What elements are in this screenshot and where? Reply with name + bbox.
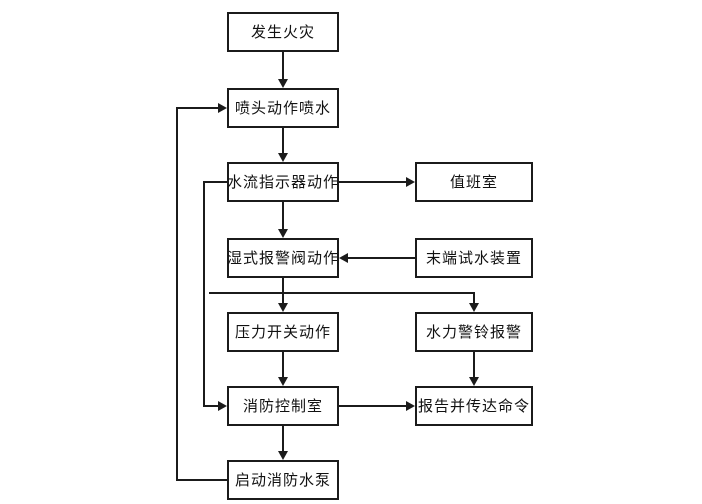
edge-flow-to-dutyroom-line bbox=[339, 181, 406, 183]
edge-flow-to-controlroom-vertical bbox=[203, 181, 205, 405]
edge-sprinkler-to-flow-line bbox=[282, 128, 284, 153]
node-end-test-device[interactable]: 末端试水装置 bbox=[415, 238, 533, 278]
edge-pressure-to-controlroom-line bbox=[282, 352, 284, 377]
node-pressure-switch-label: 压力开关动作 bbox=[234, 322, 331, 341]
node-sprinkler-label: 喷头动作喷水 bbox=[234, 98, 331, 117]
edge-pump-to-sprinkler-arrowhead bbox=[218, 103, 227, 113]
edge-controlroom-to-report-arrowhead bbox=[406, 401, 415, 411]
edge-controlroom-to-pump-arrowhead bbox=[278, 451, 288, 460]
node-report-command-label: 报告并传达命令 bbox=[417, 396, 530, 415]
edge-wetvalve-to-pressure-arrowhead bbox=[278, 303, 288, 312]
node-water-gong[interactable]: 水力警铃报警 bbox=[415, 312, 533, 352]
node-pressure-switch[interactable]: 压力开关动作 bbox=[227, 312, 339, 352]
edge-flow-to-dutyroom-arrowhead bbox=[406, 177, 415, 187]
edge-flow-to-controlroom-top-horizontal bbox=[203, 181, 229, 183]
node-flow-indicator[interactable]: 水流指示器动作 bbox=[227, 162, 339, 202]
edge-gong-to-report-arrowhead bbox=[469, 377, 479, 386]
edge-sprinkler-to-flow-arrowhead bbox=[278, 153, 288, 162]
node-start-fire-pump-label: 启动消防水泵 bbox=[234, 470, 331, 489]
node-end-test-device-label: 末端试水装置 bbox=[425, 248, 522, 267]
edge-endtest-to-wetvalve-line bbox=[348, 257, 415, 259]
edge-wetvalve-to-gong-horizontal bbox=[209, 292, 475, 294]
node-report-command[interactable]: 报告并传达命令 bbox=[415, 386, 533, 426]
edge-wetvalve-to-pressure-line bbox=[282, 278, 284, 303]
node-flow-indicator-label: 水流指示器动作 bbox=[227, 172, 340, 191]
node-water-gong-label: 水力警铃报警 bbox=[425, 322, 522, 341]
edge-pump-to-sprinkler-bottom-horizontal bbox=[176, 479, 229, 481]
edge-flow-to-controlroom-arrowhead bbox=[218, 401, 227, 411]
node-fire[interactable]: 发生火灾 bbox=[227, 12, 339, 52]
node-wet-alarm-valve[interactable]: 湿式报警阀动作 bbox=[227, 238, 339, 278]
node-sprinkler[interactable]: 喷头动作喷水 bbox=[227, 88, 339, 128]
node-start-fire-pump[interactable]: 启动消防水泵 bbox=[227, 460, 339, 500]
edge-controlroom-to-report-line bbox=[339, 405, 406, 407]
edge-flow-to-controlroom-bottom-horizontal bbox=[203, 405, 218, 407]
edge-flow-to-wetvalve-line bbox=[282, 202, 284, 229]
node-fire-control-room[interactable]: 消防控制室 bbox=[227, 386, 339, 426]
node-duty-room[interactable]: 值班室 bbox=[415, 162, 533, 202]
edge-pressure-to-controlroom-arrowhead bbox=[278, 377, 288, 386]
edge-flow-to-wetvalve-arrowhead bbox=[278, 229, 288, 238]
node-duty-room-label: 值班室 bbox=[449, 172, 498, 191]
edge-wetvalve-to-gong-vertical bbox=[473, 292, 475, 303]
edge-fire-to-sprinkler-line bbox=[282, 52, 284, 79]
edge-fire-to-sprinkler-arrowhead bbox=[278, 79, 288, 88]
edge-controlroom-to-pump-line bbox=[282, 426, 284, 451]
edge-gong-to-report-line bbox=[473, 352, 475, 377]
node-fire-control-room-label: 消防控制室 bbox=[242, 396, 323, 415]
node-wet-alarm-valve-label: 湿式报警阀动作 bbox=[227, 248, 340, 267]
edge-wetvalve-to-gong-arrowhead bbox=[469, 303, 479, 312]
edge-pump-to-sprinkler-top-horizontal bbox=[176, 107, 218, 109]
node-fire-label: 发生火灾 bbox=[250, 22, 315, 41]
edge-endtest-to-wetvalve-arrowhead bbox=[339, 253, 348, 263]
edge-pump-to-sprinkler-vertical bbox=[176, 107, 178, 481]
